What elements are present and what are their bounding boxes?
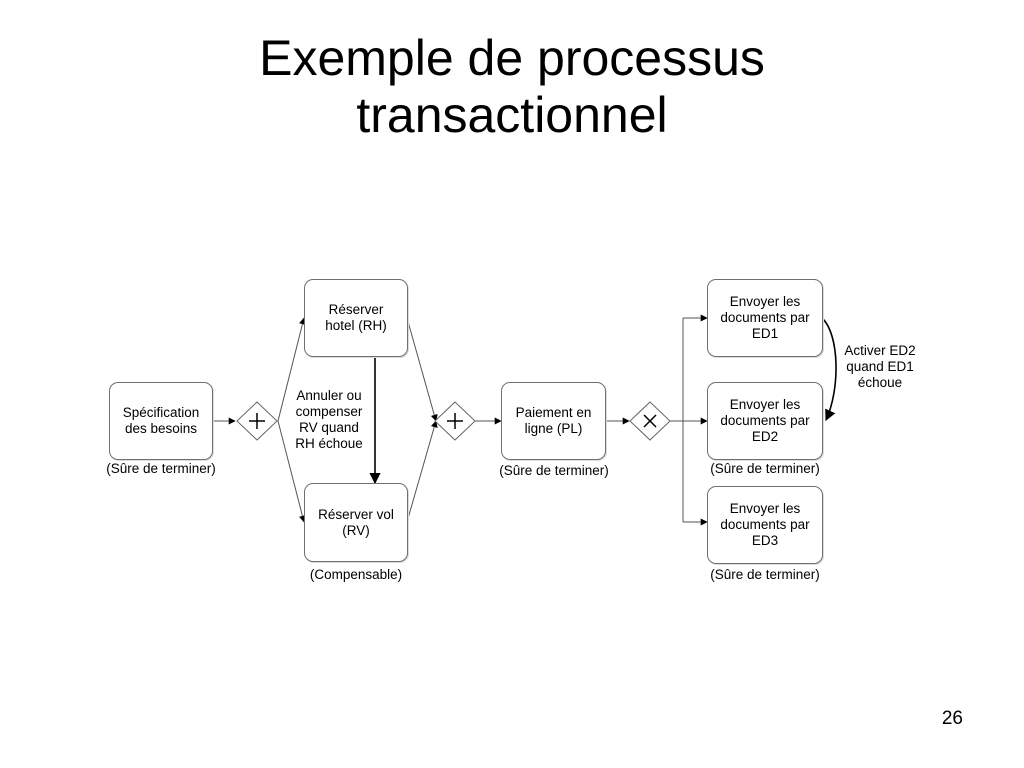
gateway-and-split [236,401,278,441]
task-ed3: Envoyer les documents par ED3 [707,486,823,564]
caption-reserver-vol: (Compensable) [309,567,403,582]
task-reserver-vol: Réserver vol (RV) [304,483,408,562]
gateway-and-join [434,401,476,441]
task-reserver-hotel: Réserver hotel (RH) [304,279,408,357]
flow-rv-to-and-join [406,420,438,523]
flow-and-split-to-rv [277,420,306,523]
caption-ed2: (Sûre de terminer) [710,461,820,476]
task-paiement: Paiement en ligne (PL) [501,382,606,460]
slide-title: Exemple de processus transactionnel [0,30,1024,144]
annotation-fallback: Activer ED2 quand ED1 échoue [844,343,916,390]
flow-rh-to-and-join [406,317,438,422]
title-line-1: Exemple de processus [259,30,765,86]
flow-and-split-to-rh [277,317,306,422]
fallback-arrow [821,317,837,422]
gateway-xor-split [629,401,671,441]
task-specification: Spécification des besoins [109,382,213,460]
page-number: 26 [941,708,963,729]
caption-paiement: (Sûre de terminer) [499,463,609,478]
title-line-2: transactionnel [356,87,668,143]
annotation-compensation: Annuler ou compenser RV quand RH échoue [295,388,363,451]
caption-ed3: (Sûre de terminer) [710,567,820,582]
caption-specification: (Sûre de terminer) [106,461,216,476]
task-ed1: Envoyer les documents par ED1 [707,279,823,357]
task-ed2: Envoyer les documents par ED2 [707,382,823,460]
